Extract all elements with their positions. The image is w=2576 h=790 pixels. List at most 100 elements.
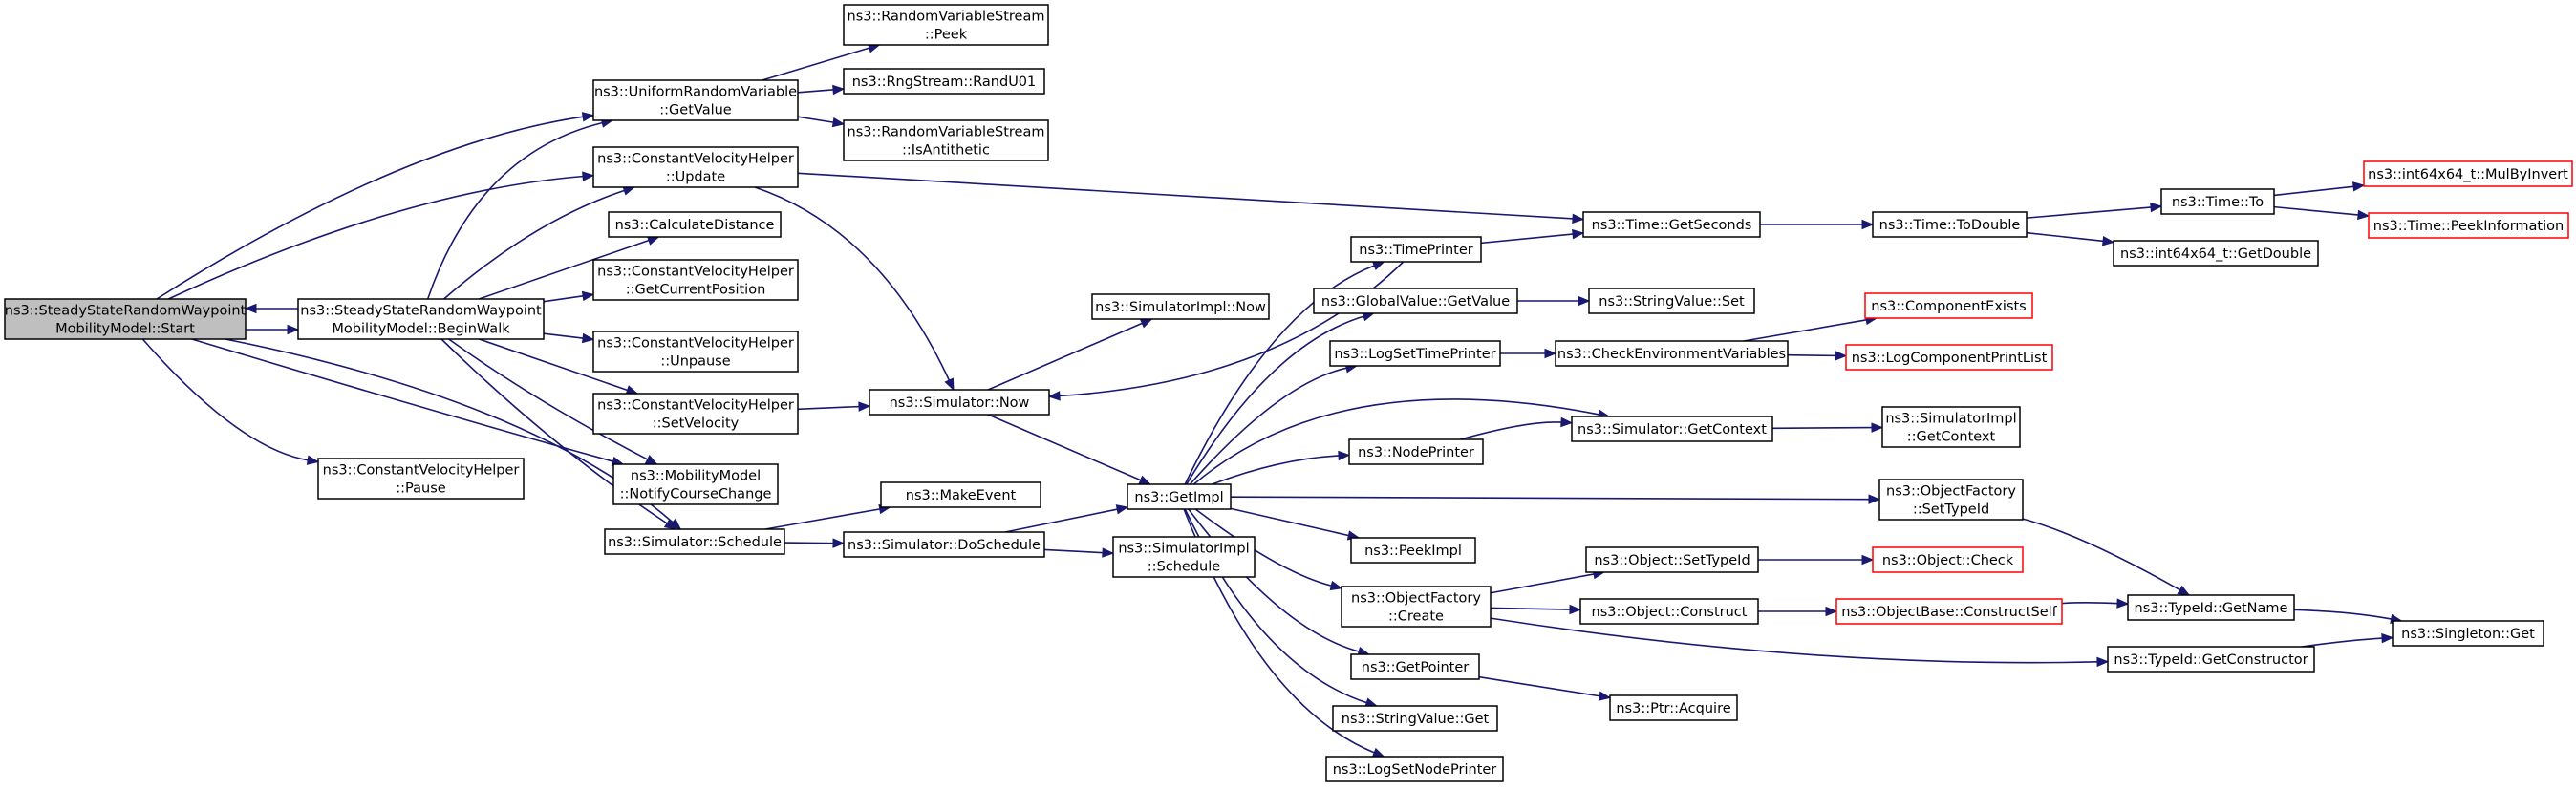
node-label: ::IsAntithetic <box>902 143 990 159</box>
node-beginwalk[interactable]: ns3::SteadyStateRandomWaypointMobilityMo… <box>297 298 545 340</box>
node-label: ::Peek <box>925 28 968 43</box>
node-peekinfo[interactable]: ns3::Time::PeekInformation <box>2368 212 2569 239</box>
edge-root-to-urvgetvalue <box>156 116 585 300</box>
node-label: ns3::Simulator::DoSchedule <box>848 538 1041 553</box>
node-mulbyinvert[interactable]: ns3::int64x64_t::MulByInvert <box>2363 160 2573 187</box>
node-cvhupdate[interactable]: ns3::ConstantVelocityHelper::Update <box>592 146 799 188</box>
edge-getimpl-to-logsettp <box>1189 367 1348 485</box>
node-makeevent[interactable]: ns3::MakeEvent <box>880 481 1041 508</box>
node-doschedule[interactable]: ns3::Simulator::DoSchedule <box>843 531 1045 558</box>
node-svget[interactable]: ns3::StringValue::Get <box>1332 705 1498 732</box>
edge-cvhupdate-to-getseconds <box>797 172 1575 220</box>
node-typeidgetctor[interactable]: ns3::TypeId::GetConstructor <box>2107 646 2315 673</box>
node-box <box>1571 416 1773 442</box>
node-unpause[interactable]: ns3::ConstantVelocityHelper::Unpause <box>592 331 799 373</box>
node-box <box>592 146 799 188</box>
node-getdouble[interactable]: ns3::int64x64_t::GetDouble <box>2113 240 2319 267</box>
node-label: ns3::Object::Construct <box>1592 605 1748 620</box>
node-implgetctx[interactable]: ns3::SimulatorImpl::GetContext <box>1881 406 2021 448</box>
node-logsetnp[interactable]: ns3::LogSetNodePrinter <box>1325 756 1504 782</box>
node-setvelocity[interactable]: ns3::ConstantVelocityHelper::SetVelocity <box>592 393 799 435</box>
node-randu01[interactable]: ns3::RngStream::RandU01 <box>843 68 1045 95</box>
node-ptracquire[interactable]: ns3::Ptr::Acquire <box>1609 694 1738 721</box>
edge-timeprinter-to-simnow <box>1058 261 1405 397</box>
node-box <box>1325 756 1504 782</box>
node-timeprinter[interactable]: ns3::TimePrinter <box>1350 236 1482 263</box>
node-simnow[interactable]: ns3::Simulator::Now <box>869 389 1050 416</box>
node-calcdist[interactable]: ns3::CalculateDistance <box>608 211 782 238</box>
node-box <box>592 393 799 435</box>
edge-getimpl-to-gvgetvalue <box>1186 315 1365 485</box>
node-peek[interactable]: ns3::RandomVariableStream::Peek <box>843 4 1049 46</box>
node-label: ns3::ConstantVelocityHelper <box>597 336 794 352</box>
node-schedule[interactable]: ns3::Simulator::Schedule <box>604 528 785 555</box>
arrowhead-logsettp-to-checkenv <box>1544 348 1557 359</box>
node-typeidgetname[interactable]: ns3::TypeId::GetName <box>2127 594 2295 621</box>
node-box <box>1872 546 2024 573</box>
node-gvgetvalue[interactable]: ns3::GlobalValue::GetValue <box>1313 288 1518 314</box>
node-singletonget[interactable]: ns3::Singleton::Get <box>2392 620 2544 647</box>
edge-root-to-pause <box>141 338 310 461</box>
arrowhead-timeto-to-mulbyinvert <box>2351 181 2366 192</box>
node-box <box>843 68 1045 95</box>
node-label: ::SetTypeId <box>1913 502 1989 518</box>
node-nodeprinter[interactable]: ns3::NodePrinter <box>1348 438 1484 465</box>
edge-getimpl-to-ofsettypeid <box>1230 496 1871 501</box>
node-label: ::Update <box>666 170 725 185</box>
node-box <box>1864 292 2033 319</box>
node-label: ns3::StringValue::Get <box>1342 712 1490 727</box>
node-implschedule[interactable]: ns3::SimulatorImpl::Schedule <box>1112 536 1256 578</box>
node-box <box>1878 479 2024 521</box>
node-box <box>1588 288 1755 314</box>
node-label: ::Schedule <box>1148 560 1220 575</box>
node-root[interactable]: ns3::SteadyStateRandomWaypointMobilityMo… <box>4 298 247 340</box>
edge-ofcreate-to-objconstruct <box>1490 607 1572 610</box>
node-pause[interactable]: ns3::ConstantVelocityHelper::Pause <box>317 458 525 500</box>
arrowhead-nodeprinter-to-simgetctx <box>1560 416 1574 428</box>
arrowhead-beginwalk-to-schedule <box>663 519 677 530</box>
node-label: ns3::Simulator::Schedule <box>608 535 782 550</box>
node-urvgetvalue[interactable]: ns3::UniformRandomVariable::GetValue <box>592 79 799 121</box>
node-label: ns3::GlobalValue::GetValue <box>1321 294 1510 310</box>
node-constructself[interactable]: ns3::ObjectBase::ConstructSelf <box>1835 598 2063 625</box>
node-implnow[interactable]: ns3::SimulatorImpl::Now <box>1091 293 1270 320</box>
node-box <box>1127 483 1232 510</box>
node-svset[interactable]: ns3::StringValue::Set <box>1588 288 1755 314</box>
node-objconstruct[interactable]: ns3::Object::Construct <box>1579 598 1759 625</box>
node-simgetctx[interactable]: ns3::Simulator::GetContext <box>1571 416 1773 442</box>
node-box <box>880 481 1041 508</box>
node-logcomplist[interactable]: ns3::LogComponentPrintList <box>1845 344 2053 371</box>
node-getseconds[interactable]: ns3::Time::GetSeconds <box>1582 211 1761 238</box>
node-compexists[interactable]: ns3::ComponentExists <box>1864 292 2033 319</box>
node-ofcreate[interactable]: ns3::ObjectFactory::Create <box>1341 586 1492 628</box>
edge-simgetctx-to-implgetctx <box>1771 426 1874 430</box>
node-todouble[interactable]: ns3::Time::ToDouble <box>1872 211 2028 238</box>
edge-ofcreate-to-typeidgetctor <box>1490 617 2099 664</box>
node-isanti[interactable]: ns3::RandomVariableStream::IsAntithetic <box>843 119 1049 161</box>
node-getimpl[interactable]: ns3::GetImpl <box>1127 483 1232 510</box>
node-label: ::Unpause <box>660 354 730 370</box>
node-label: ns3::CheckEnvironmentVariables <box>1557 347 1786 362</box>
node-getcurpos[interactable]: ns3::ConstantVelocityHelper::GetCurrentP… <box>592 259 799 301</box>
node-label: ::SetVelocity <box>653 416 740 432</box>
node-label: ns3::Simulator::Now <box>890 395 1030 411</box>
node-ofsettypeid[interactable]: ns3::ObjectFactory::SetTypeId <box>1878 479 2024 521</box>
node-objsettypeid[interactable]: ns3::Object::SetTypeId <box>1585 546 1759 573</box>
node-box <box>1341 586 1492 628</box>
node-logsettp[interactable]: ns3::LogSetTimePrinter <box>1329 340 1501 367</box>
arrowhead-simnow-to-implnow <box>1139 318 1153 329</box>
node-peekimpl[interactable]: ns3::PeekImpl <box>1350 537 1476 564</box>
node-label: ns3::ComponentExists <box>1871 299 2027 314</box>
node-box <box>608 211 782 238</box>
node-checkenv[interactable]: ns3::CheckEnvironmentVariables <box>1555 340 1789 367</box>
node-box <box>1091 293 1270 320</box>
node-getpointer[interactable]: ns3::GetPointer <box>1350 653 1480 680</box>
node-label: ::GetValue <box>659 103 732 118</box>
node-notify[interactable]: ns3::MobilityModel::NotifyCourseChange <box>612 463 779 505</box>
arrowhead-root-to-cvhupdate <box>582 171 595 181</box>
edge-beginwalk-to-urvgetvalue <box>426 121 604 300</box>
node-timeto[interactable]: ns3::Time::To <box>2160 188 2275 215</box>
arrowhead-beginwalk-to-getcurpos <box>581 290 595 302</box>
node-objcheck[interactable]: ns3::Object::Check <box>1872 546 2024 573</box>
